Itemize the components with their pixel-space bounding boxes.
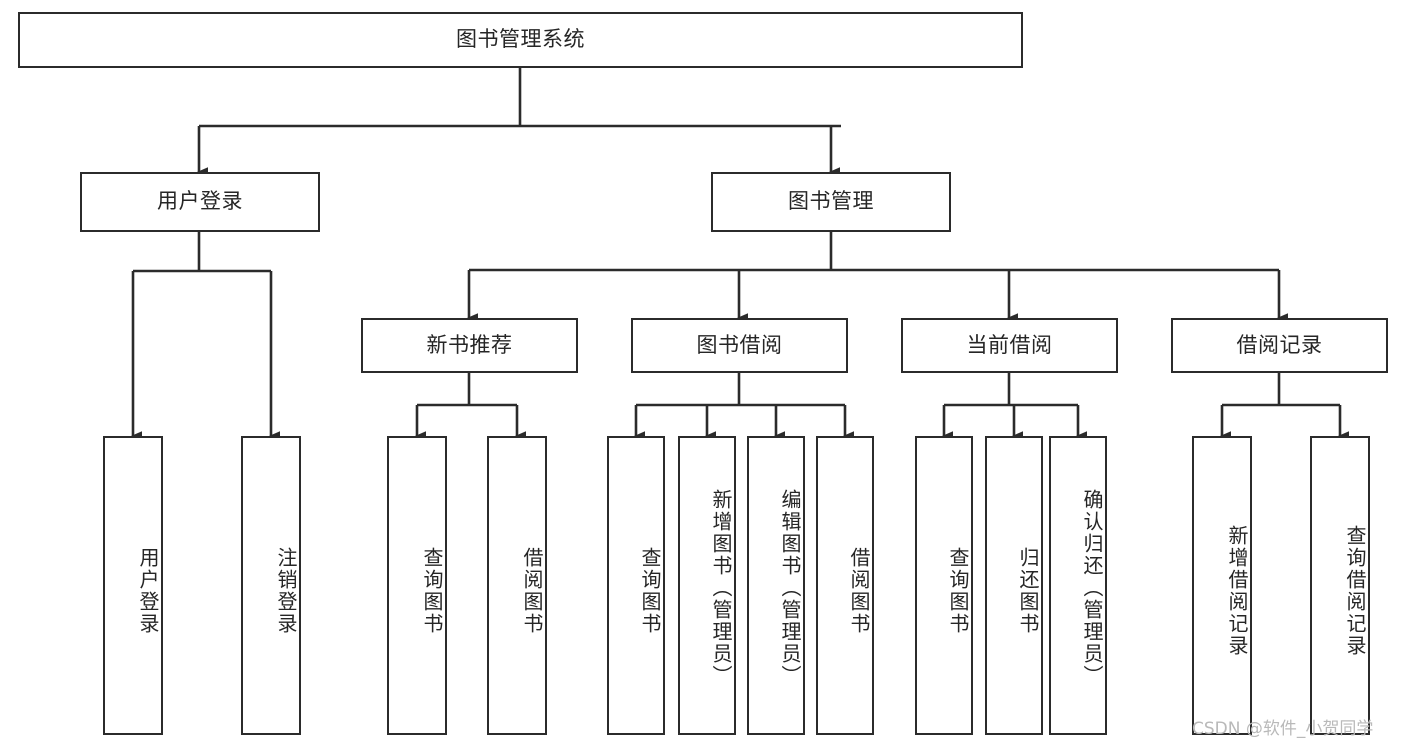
leaf-user-login[interactable]: 用户登录 <box>103 436 163 735</box>
leaf-confirm-return[interactable]: 确认归还（管理员） <box>1049 436 1107 735</box>
node-current-borrow-label: 当前借阅 <box>966 332 1053 357</box>
leaf-add-book-label: 新增图书（管理员） <box>709 488 733 687</box>
leaf-borrow-book-1[interactable]: 借阅图书 <box>487 436 547 735</box>
node-user-login[interactable]: 用户登录 <box>80 172 320 232</box>
node-user-login-label: 用户登录 <box>157 189 243 214</box>
leaf-borrow-book-2-label: 借阅图书 <box>847 546 871 635</box>
leaf-query-book-1-label: 查询图书 <box>420 546 444 635</box>
node-book-manage[interactable]: 图书管理 <box>711 172 951 232</box>
leaf-return-book-label: 归还图书 <box>1016 546 1040 635</box>
leaf-return-book[interactable]: 归还图书 <box>985 436 1043 735</box>
leaf-borrow-book-2[interactable]: 借阅图书 <box>816 436 874 735</box>
node-current-borrow[interactable]: 当前借阅 <box>901 318 1118 373</box>
node-new-book-rec-label: 新书推荐 <box>426 332 513 357</box>
leaf-confirm-return-label: 确认归还（管理员） <box>1080 488 1104 687</box>
leaf-edit-book-label: 编辑图书（管理员） <box>778 488 802 687</box>
node-borrow-record-label: 借阅记录 <box>1236 332 1323 357</box>
leaf-edit-book[interactable]: 编辑图书（管理员） <box>747 436 805 735</box>
leaf-user-login-label: 用户登录 <box>136 546 160 635</box>
node-root-label: 图书管理系统 <box>456 27 585 52</box>
node-book-borrow-label: 图书借阅 <box>696 332 783 357</box>
csdn-watermark: CSDN @软件_小贺同学 <box>1192 719 1374 739</box>
leaf-logout-label: 注销登录 <box>274 546 298 635</box>
leaf-query-book-1[interactable]: 查询图书 <box>387 436 447 735</box>
leaf-add-record-label: 新增借阅记录 <box>1225 524 1249 657</box>
leaf-add-record[interactable]: 新增借阅记录 <box>1192 436 1252 735</box>
leaf-query-record-label: 查询借阅记录 <box>1343 524 1367 657</box>
node-borrow-record[interactable]: 借阅记录 <box>1171 318 1388 373</box>
node-book-manage-label: 图书管理 <box>788 189 874 214</box>
leaf-query-book-2-label: 查询图书 <box>638 546 662 635</box>
leaf-query-book-2[interactable]: 查询图书 <box>607 436 665 735</box>
leaf-query-book-3[interactable]: 查询图书 <box>915 436 973 735</box>
leaf-query-record[interactable]: 查询借阅记录 <box>1310 436 1370 735</box>
node-book-borrow[interactable]: 图书借阅 <box>631 318 848 373</box>
leaf-add-book[interactable]: 新增图书（管理员） <box>678 436 736 735</box>
node-root[interactable]: 图书管理系统 <box>18 12 1023 68</box>
leaf-logout[interactable]: 注销登录 <box>241 436 301 735</box>
leaf-query-book-3-label: 查询图书 <box>946 546 970 635</box>
leaf-borrow-book-1-label: 借阅图书 <box>520 546 544 635</box>
node-new-book-rec[interactable]: 新书推荐 <box>361 318 578 373</box>
